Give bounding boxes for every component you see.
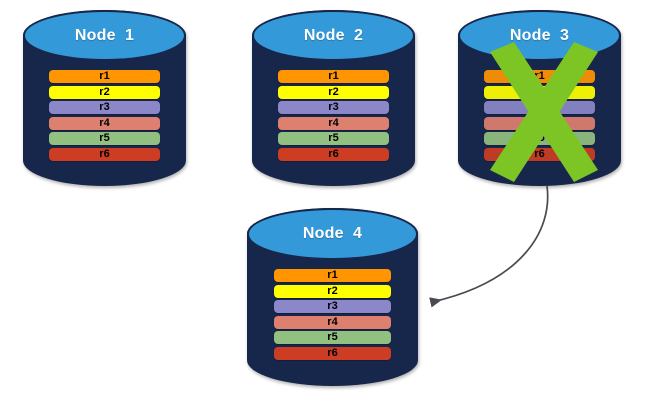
node-3-row-r2[interactable]: r2 [484, 85, 595, 99]
node-3-row-r3[interactable]: r3 [484, 101, 595, 114]
node-3-row-list: r1 r2 r3 r4 r5 r6 [484, 70, 595, 161]
node-1-row-r1[interactable]: r1 [49, 70, 160, 83]
node-2-row-r2[interactable]: r2 [278, 85, 389, 99]
node-4-row-r6[interactable]: r6 [274, 346, 391, 360]
node-2-row-r4[interactable]: r4 [278, 116, 389, 130]
node-1-row-r3[interactable]: r3 [49, 101, 160, 114]
node-1-row-list: r1 r2 r3 r4 r5 r6 [49, 70, 160, 161]
node-4-row-r3[interactable]: r3 [274, 300, 391, 313]
node-1-row-r2[interactable]: r2 [49, 85, 160, 99]
node-3-cylinder-top [458, 10, 621, 62]
node-2-row-list: r1 r2 r3 r4 r5 r6 [278, 70, 389, 161]
node-1-row-r6[interactable]: r6 [49, 147, 160, 161]
node-1-row-r4[interactable]: r4 [49, 116, 160, 130]
node-2-row-r6[interactable]: r6 [278, 147, 389, 161]
node-4-row-r1[interactable]: r1 [274, 269, 391, 282]
node-1[interactable]: Node 1 r1 r2 r3 r4 r5 r6 [23, 10, 186, 186]
node-3-row-r1[interactable]: r1 [484, 70, 595, 83]
node-4-row-r5[interactable]: r5 [274, 331, 391, 344]
node-2-row-r5[interactable]: r5 [278, 132, 389, 145]
node-2-row-r1[interactable]: r1 [278, 70, 389, 83]
node-4-row-list: r1 r2 r3 r4 r5 r6 [274, 269, 391, 360]
node-3-row-r4[interactable]: r4 [484, 116, 595, 130]
node-4[interactable]: Node 4 r1 r2 r3 r4 r5 r6 [247, 208, 418, 386]
node-4-row-r4[interactable]: r4 [274, 315, 391, 329]
node-3-row-r6[interactable]: r6 [484, 147, 595, 161]
node-1-row-r5[interactable]: r5 [49, 132, 160, 145]
node-2[interactable]: Node 2 r1 r2 r3 r4 r5 r6 [252, 10, 415, 186]
node-3[interactable]: Node 3 r1 r2 r3 r4 r5 r6 [458, 10, 621, 186]
arrow-path [429, 185, 549, 308]
node-3-row-r5[interactable]: r5 [484, 132, 595, 145]
node-4-row-r2[interactable]: r2 [274, 284, 391, 298]
node-2-row-r3[interactable]: r3 [278, 101, 389, 114]
node-2-cylinder-top [252, 10, 415, 62]
node-1-cylinder-top [23, 10, 186, 62]
node-4-cylinder-top [247, 208, 418, 260]
